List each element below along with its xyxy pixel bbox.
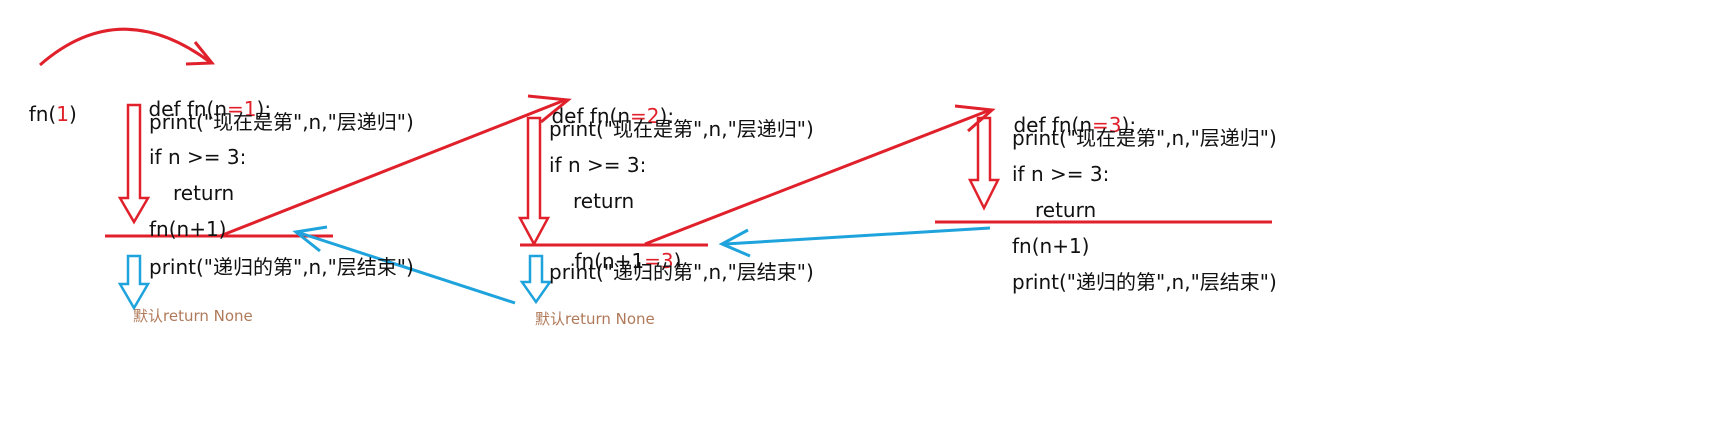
def-prefix: def fn(n — [1013, 113, 1093, 137]
frame1-print-end: print("递归的第",n,"层结束") — [149, 255, 414, 279]
call-prefix: fn( — [28, 102, 57, 126]
frame2-print-end: print("递归的第",n,"层结束") — [549, 260, 814, 284]
call-arrow-1-to-2-head — [527, 94, 572, 124]
frame1-if-line: if n >= 3: — [149, 145, 247, 169]
def-suffix: ): — [1121, 113, 1137, 137]
def-val: 1 — [243, 97, 257, 121]
def-val: 2 — [646, 104, 660, 128]
return-arrow-3-to-2 — [724, 226, 991, 246]
frame1-return-line: return — [173, 181, 235, 205]
frame3-down-arrow — [967, 116, 1001, 211]
call-suffix: ) — [68, 102, 77, 126]
frame1-down-arrow — [117, 103, 151, 225]
frame3-print-start: print("现在是第",n,"层递归") — [1012, 126, 1277, 150]
def-val: 3 — [1108, 113, 1122, 137]
def-eq: = — [1092, 113, 1109, 137]
frame2-down-arrow — [517, 116, 551, 247]
call-arrow-2-to-3-head — [954, 104, 996, 133]
return-arrow-2-to-1 — [299, 231, 516, 305]
frame2-if-line: if n >= 3: — [549, 153, 647, 177]
frame3-if-line: if n >= 3: — [1012, 162, 1110, 186]
call-suffix: ) — [673, 249, 682, 273]
initial-call: fn(1) — [16, 78, 77, 126]
frame1-default-note: 默认return None — [133, 307, 253, 325]
frame2-return-down-arrow — [519, 254, 553, 305]
return-arrow-2-to-1-head — [292, 225, 328, 253]
initial-call-arc — [39, 27, 211, 67]
frame3-return-line: return — [1035, 198, 1097, 222]
call-arrow-2-to-3 — [644, 108, 991, 246]
frame1-return-down-arrow — [117, 254, 151, 311]
def-eq: = — [227, 97, 244, 121]
frame2-call-line: fn(n+1=3) — [549, 225, 681, 297]
frame1-print-start: print("现在是第",n,"层递归") — [149, 110, 414, 134]
frame3-print-end: print("递归的第",n,"层结束") — [1012, 270, 1277, 294]
frame2-default-note: 默认return None — [535, 310, 655, 328]
call-arg: 1 — [56, 102, 69, 126]
def-prefix: def fn(n — [148, 97, 228, 121]
frame2-def-line: def fn(n=2): — [526, 80, 674, 152]
frame3-call-line: fn(n+1) — [1012, 234, 1090, 258]
def-eq: = — [630, 104, 647, 128]
return-arrow-3-to-2-head — [718, 228, 751, 258]
call-eq: = — [644, 249, 661, 273]
frame2-return-line: return — [573, 189, 635, 213]
frame2-print-start: print("现在是第",n,"层递归") — [549, 117, 814, 141]
call-arrow-1-to-2 — [219, 98, 566, 238]
frame1-call-line: fn(n+1) — [149, 217, 227, 241]
initial-call-arrowhead — [185, 41, 216, 66]
frame1-def-line: def fn(n=1): — [123, 73, 271, 145]
frame3-def-line: def fn(n=3): — [988, 89, 1136, 161]
call-val: 3 — [660, 249, 674, 273]
def-prefix: def fn(n — [551, 104, 631, 128]
call-text: fn(n+1 — [574, 249, 645, 273]
def-suffix: ): — [659, 104, 675, 128]
def-suffix: ): — [256, 97, 272, 121]
